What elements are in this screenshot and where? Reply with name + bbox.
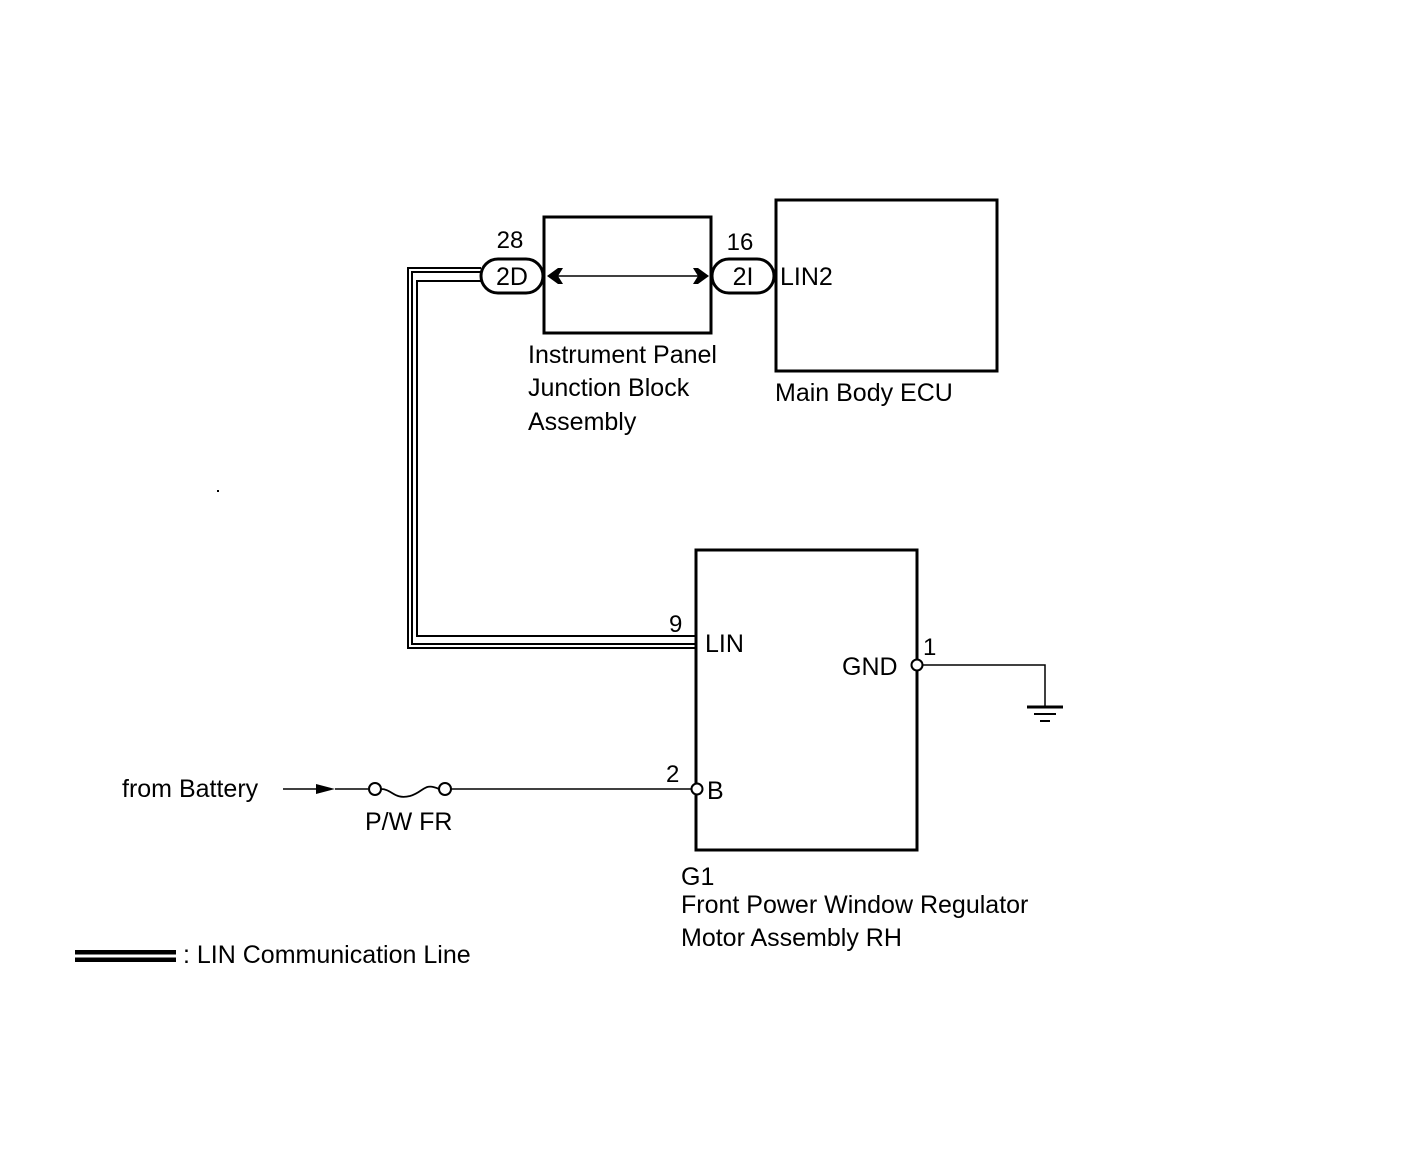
b-terminal-dot (690, 782, 704, 796)
connector-2d-shape (479, 257, 545, 295)
gnd-terminal-dot (910, 658, 924, 672)
connector-2i-code: 2I (733, 263, 754, 291)
junction-block-name-line-1: Instrument Panel (528, 341, 717, 369)
legend-text: : LIN Communication Line (183, 941, 471, 969)
fuse-terminal-left (368, 782, 382, 796)
lin-terminal-label: LIN (705, 630, 744, 658)
connector-2i-shape (710, 257, 776, 295)
arrow-left-icon (547, 268, 563, 284)
fuse-terminal-right (438, 782, 452, 796)
motor-assembly-box (694, 548, 919, 852)
stray-dot (217, 490, 219, 492)
battery-source-label: from Battery (122, 775, 259, 803)
motor-name-line-2: Motor Assembly RH (681, 924, 902, 952)
main-body-ecu-name: Main Body ECU (775, 379, 953, 407)
junction-block-name-line-2: Junction Block (528, 374, 690, 402)
connector-2d-pin: 28 (497, 227, 524, 254)
connector-2d-code: 2D (496, 263, 528, 291)
junction-block: Instrument Panel Junction Block Assembly (528, 215, 717, 436)
b-terminal-label: B (707, 777, 724, 805)
motor-name-line-1: Front Power Window Regulator (681, 891, 1028, 919)
motor-code: G1 (681, 863, 714, 891)
junction-block-box (542, 215, 713, 335)
connector-2d: 2D 28 (479, 227, 545, 295)
gnd-pin-number: 1 (923, 634, 936, 661)
connector-2i-pin: 16 (727, 229, 754, 256)
b-pin-number: 2 (666, 761, 679, 788)
arrow-right-icon (693, 268, 709, 284)
fuse-label: P/W FR (365, 808, 453, 836)
legend: : LIN Communication Line (75, 941, 471, 969)
main-body-ecu: LIN2 Main Body ECU (774, 198, 999, 407)
ground-wire (923, 664, 1046, 706)
junction-block-name-line-3: Assembly (528, 408, 637, 436)
ground (923, 664, 1063, 722)
gnd-terminal-label: GND (842, 653, 898, 681)
ecu-terminal-lin2: LIN2 (780, 263, 833, 291)
main-body-ecu-box (774, 198, 999, 373)
connector-2i: 2I 16 (710, 229, 776, 295)
power-feed: from Battery P/W FR (122, 775, 691, 836)
lin-pin-number: 9 (669, 611, 682, 638)
motor-assembly: 9 LIN GND 1 2 B G1 Front Power Window Re… (666, 548, 1028, 952)
lin-communication-line (407, 267, 696, 649)
fuse-icon (380, 785, 440, 798)
arrow-right-icon (316, 784, 335, 794)
